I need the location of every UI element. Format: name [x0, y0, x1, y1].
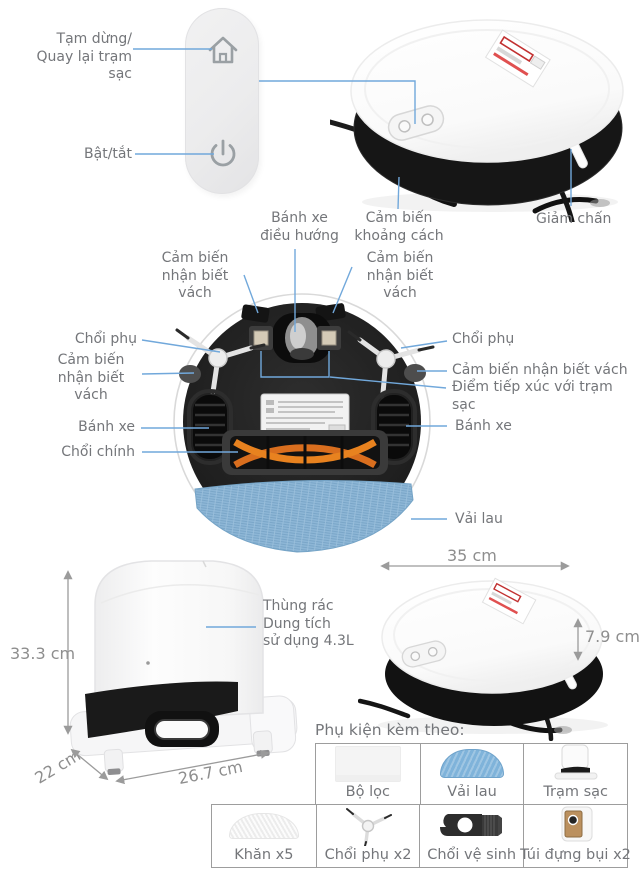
mop-cloth [194, 479, 414, 553]
cloth-icon [228, 812, 299, 839]
dock-icon [554, 744, 598, 780]
label-main-brush: Chổi chính [61, 444, 135, 460]
cleaning-brush-icon [439, 813, 502, 836]
main-brush [222, 430, 388, 475]
label-cliff-sensor-right: Cảm biến nhận biết vách [452, 362, 628, 378]
power-icon [210, 139, 236, 167]
label-cliff-sensor-front-right: Cảm biến nhận biết vách [366, 250, 434, 301]
dim-dock-height: 33.3 cm [10, 644, 76, 663]
label-cliff-sensor-left: Cảm biến nhận biết vách [57, 352, 125, 403]
dim-robot-height: 7.9 cm [585, 627, 640, 646]
control-panel-detail [185, 8, 259, 194]
charging-dock [69, 560, 298, 776]
robot-top-view [330, 19, 624, 222]
accessory-mop-cloth: Vải lau [419, 744, 524, 804]
label-dustbin-capacity: Thùng rác Dung tích sử dụng 4.3L [263, 598, 354, 649]
side-brush-icon [346, 808, 392, 846]
label-power: Bật/tắt [84, 146, 132, 162]
accessory-dust-bag: Túi đựng bụi x2 [520, 805, 631, 867]
home-icon [208, 36, 238, 64]
label-cliff-sensor-front-left: Cảm biến nhận biết vách [161, 250, 229, 301]
label-pause-return-dock: Tạm dừng/ Quay lại trạm sạc [36, 31, 132, 82]
accessories-row-1: Bộ lọc Vải lau Trạm sạc [315, 743, 628, 805]
label-bumper: Giảm chấn [536, 211, 612, 227]
label-distance-sensor: Cảm biến khoảng cách [354, 210, 444, 244]
label-wheel-left: Bánh xe [78, 419, 135, 435]
accessory-cleaning-brush: Chổi vệ sinh [419, 805, 523, 867]
accessory-side-brush: Chổi phụ x2 [315, 805, 420, 867]
accessory-cloth: Khăn x5 [212, 805, 316, 867]
robot-side-view [358, 577, 608, 741]
accessories-row-2: Khăn x5 Chổi phụ x2 [211, 804, 631, 868]
label-mop-cloth: Vải lau [455, 511, 503, 527]
label-caster-wheel: Bánh xe điều hướng [260, 210, 339, 244]
mop-cloth-icon [440, 749, 504, 778]
label-wheel-right: Bánh xe [455, 418, 512, 434]
label-side-brush-right: Chổi phụ [452, 331, 515, 347]
wheel-left [187, 389, 233, 465]
label-dock-contact: Điểm tiếp xúc với trạm sạc [452, 379, 613, 413]
bottom-sticker [260, 393, 350, 437]
label-side-brush-left: Chổi phụ [74, 331, 137, 347]
filter-icon [334, 745, 401, 782]
robot-bottom-view [173, 293, 435, 553]
spec-sticker [484, 29, 551, 88]
dim-robot-width: 35 cm [447, 546, 497, 565]
accessory-filter: Bộ lọc [316, 744, 420, 804]
accessory-dock: Trạm sạc [523, 744, 627, 804]
charge-contacts [249, 326, 341, 350]
dust-bag-icon [561, 806, 593, 842]
accessories-heading: Phụ kiện kèm theo: [315, 721, 465, 739]
